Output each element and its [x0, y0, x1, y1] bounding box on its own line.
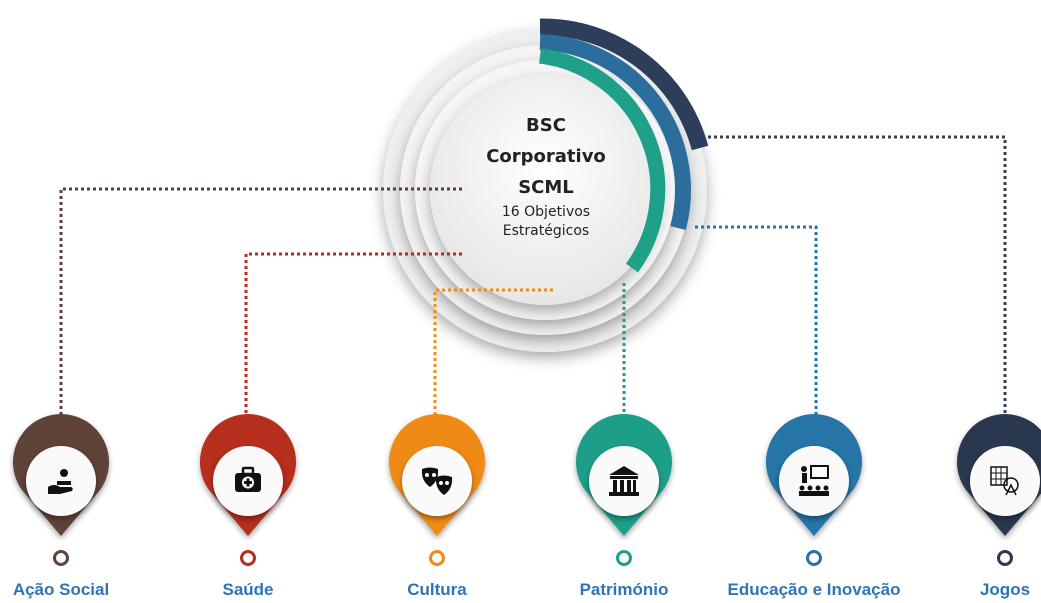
center-label: BSC Corporativo SCML 16 Objetivos Estrat…	[446, 110, 646, 241]
label-jogos: Jogos	[979, 580, 1031, 599]
label-cultura: Cultura	[407, 580, 467, 599]
pin-educacao-e-inovacao[interactable]	[765, 414, 862, 566]
teacher-presentation-icon	[799, 465, 829, 496]
pin-patrimonio[interactable]	[576, 414, 672, 566]
lottery-icon	[990, 466, 1019, 496]
arc-teal	[539, 48, 666, 273]
center-title-1: BSC	[526, 115, 566, 136]
center-subtitle-2: Estratégicos	[502, 223, 590, 239]
medical-kit-icon	[235, 466, 261, 492]
pin-inner-circle	[779, 446, 849, 516]
label-saude: Saúde	[222, 580, 274, 599]
center-subtitle-1: 16 Objetivos	[501, 204, 591, 220]
pin-marker-dot	[53, 550, 69, 566]
pin-marker-dot	[429, 550, 445, 566]
center-title-3: SCML	[518, 177, 574, 198]
connector-saude	[244, 252, 462, 432]
connector-acao-social	[59, 187, 462, 432]
pin-jogos[interactable]	[957, 414, 1041, 566]
pin-marker-dot	[616, 550, 632, 566]
arc-navy	[539, 18, 709, 151]
disc-center	[430, 75, 660, 305]
connector-educacao	[695, 225, 818, 432]
pin-saude[interactable]	[200, 414, 297, 566]
pin-marker-dot	[806, 550, 822, 566]
arc-blue	[539, 34, 691, 231]
label-educacao-inovacao: Educação e Inovação	[727, 580, 901, 599]
connector-jogos	[708, 135, 1007, 432]
hand-person-icon	[48, 469, 73, 494]
pin-cultura[interactable]	[389, 414, 485, 566]
pin-marker-dot	[997, 550, 1013, 566]
center-title-2: Corporativo	[486, 146, 606, 167]
connector-cultura	[433, 288, 553, 432]
pin-marker-dot	[240, 550, 256, 566]
label-patrimonio: Património	[579, 580, 669, 599]
label-acao-social: Ação Social	[12, 580, 110, 599]
theater-masks-icon	[421, 467, 453, 495]
museum-building-icon	[609, 466, 639, 496]
pin-acao-social[interactable]	[13, 414, 110, 566]
